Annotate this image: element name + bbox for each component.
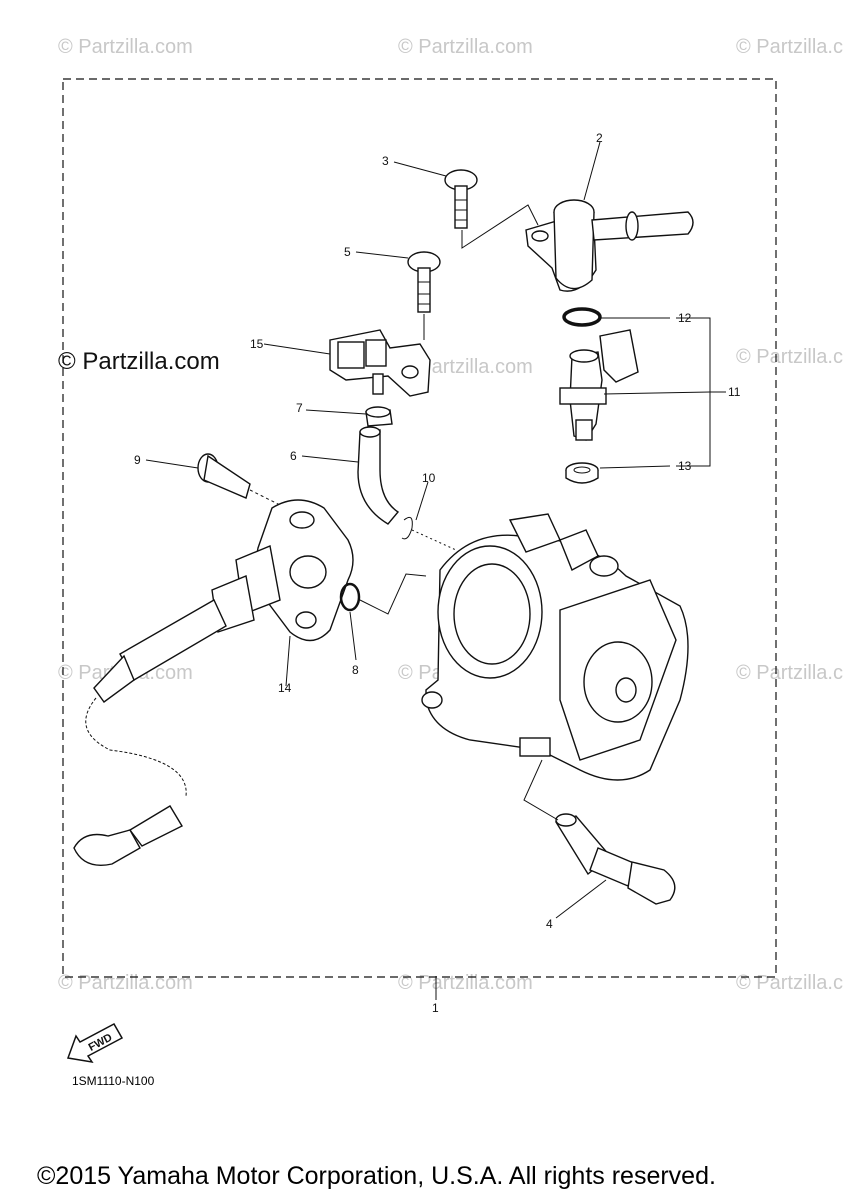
part-15-sensor (329, 329, 431, 397)
watermark: © Partzilla.com (58, 36, 193, 58)
callout-3: 3 (382, 154, 389, 168)
part-7-clamp (365, 406, 393, 427)
callout-13: 13 (678, 459, 692, 473)
callout-10: 10 (422, 471, 436, 485)
watermark-main: © Partzilla.com (58, 348, 220, 375)
callout-15: 15 (250, 337, 264, 351)
callout-12: 12 (678, 311, 692, 325)
callout-4: 4 (546, 917, 553, 931)
leader-lines (145, 141, 726, 1000)
callout-6: 6 (290, 449, 297, 463)
part-6-hose (357, 426, 400, 525)
part-1-throttle-body (421, 513, 689, 781)
callout-8: 8 (352, 663, 359, 677)
watermark: © Partzilla.com (736, 346, 843, 368)
callout-7: 7 (296, 401, 303, 415)
part-9-bolt (197, 453, 251, 499)
forward-arrow-icon: FWD (66, 1022, 124, 1071)
part-11-injector (559, 329, 639, 441)
assembly-boundary (62, 78, 777, 978)
callout-2: 2 (596, 131, 603, 145)
part-5-screw (407, 251, 441, 313)
watermark: © Partzilla.com (398, 356, 533, 378)
callout-11: 11 (728, 385, 741, 399)
callout-9: 9 (134, 453, 141, 467)
callout-14: 14 (278, 681, 292, 695)
part-8-oring (339, 582, 361, 612)
watermark: © Partzilla.com (736, 36, 843, 58)
watermark: © Partzilla.com (398, 36, 533, 58)
copyright-notice: ©2015 Yamaha Motor Corporation, U.S.A. A… (37, 1162, 716, 1190)
callout-1: 1 (432, 1001, 439, 1015)
part-3-screw (444, 169, 478, 229)
part-2-joint (525, 199, 694, 292)
watermark: © Partzilla.com (736, 662, 843, 684)
watermark: © Partzilla.com (736, 972, 843, 994)
part-10-clip (401, 516, 413, 540)
part-14-sensor (73, 499, 354, 866)
part-12-oring (562, 307, 602, 327)
part-13-grommet (565, 462, 599, 484)
fwd-label: FWD (87, 1032, 115, 1054)
part-4-sensor (554, 813, 676, 905)
diagram-code: 1SM1110-N100 (72, 1074, 155, 1088)
callout-5: 5 (344, 245, 351, 259)
